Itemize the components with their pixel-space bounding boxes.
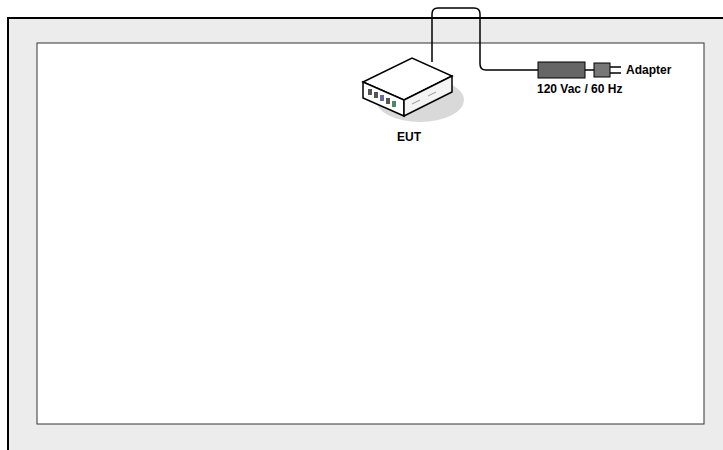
- table-top: [37, 43, 704, 424]
- adapter-cord: [585, 69, 594, 71]
- power-cable: [432, 8, 538, 70]
- eut-device: [363, 58, 452, 116]
- device-label: EUT: [397, 130, 421, 144]
- supply-rating-label: 120 Vac / 60 Hz: [537, 82, 622, 96]
- plug-prong: [610, 72, 621, 74]
- adapter-label: Adapter: [626, 63, 671, 77]
- adapter-plug: [594, 63, 610, 77]
- adapter-body: [538, 62, 585, 78]
- plug-prong: [610, 66, 621, 68]
- ground-plane: [8, 18, 723, 450]
